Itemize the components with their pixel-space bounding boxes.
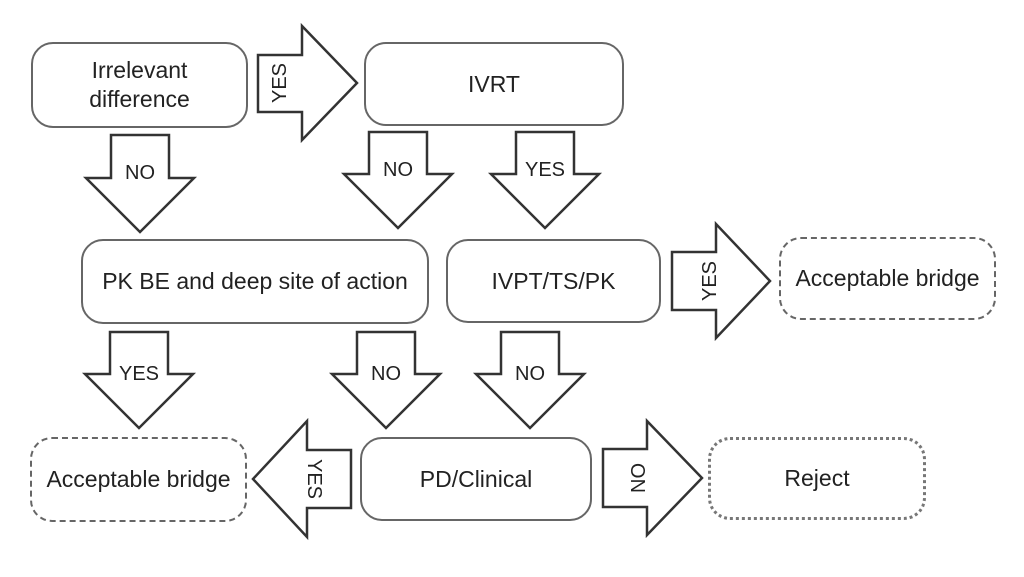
arrow-label-a10: NO xyxy=(628,463,650,493)
arrow-no-to-reject xyxy=(601,417,704,539)
arrow-yes-to-ivrt xyxy=(256,22,359,144)
arrow-no-from-pk-be xyxy=(328,330,444,430)
arrow-label-a1: YES xyxy=(269,62,291,104)
node-pd-clinical: PD/Clinical xyxy=(360,437,592,521)
arrow-yes-to-ivpt xyxy=(487,130,603,230)
arrow-label-a6: YES xyxy=(118,363,160,385)
node-irrelevant-difference: Irrelevant difference xyxy=(31,42,248,128)
arrow-label-a3: NO xyxy=(383,159,413,181)
arrow-label-a8: NO xyxy=(515,363,545,385)
arrow-label-a5: YES xyxy=(699,260,721,302)
node-ivrt: IVRT xyxy=(364,42,624,126)
arrow-label-a9: YES xyxy=(303,458,325,500)
arrow-label-a7: NO xyxy=(371,363,401,385)
arrow-yes-to-acceptable-bridge-right xyxy=(670,220,772,342)
arrow-yes-to-acceptable-bridge-left xyxy=(81,330,197,430)
node-ivpt-ts-pk: IVPT/TS/PK xyxy=(446,239,661,323)
arrow-no-from-ivrt xyxy=(340,130,456,230)
node-pk-be: PK BE and deep site of action xyxy=(81,239,429,324)
node-acceptable-bridge-left: Acceptable bridge xyxy=(30,437,247,522)
arrow-yes-from-pd-clinical xyxy=(251,417,353,541)
arrow-label-a4: YES xyxy=(524,159,566,181)
arrow-label-a2: NO xyxy=(125,162,155,184)
arrow-no-to-pk-be xyxy=(82,133,198,234)
arrow-no-from-ivpt xyxy=(472,330,588,430)
node-acceptable-bridge-right: Acceptable bridge xyxy=(779,237,996,320)
node-reject: Reject xyxy=(708,437,926,520)
